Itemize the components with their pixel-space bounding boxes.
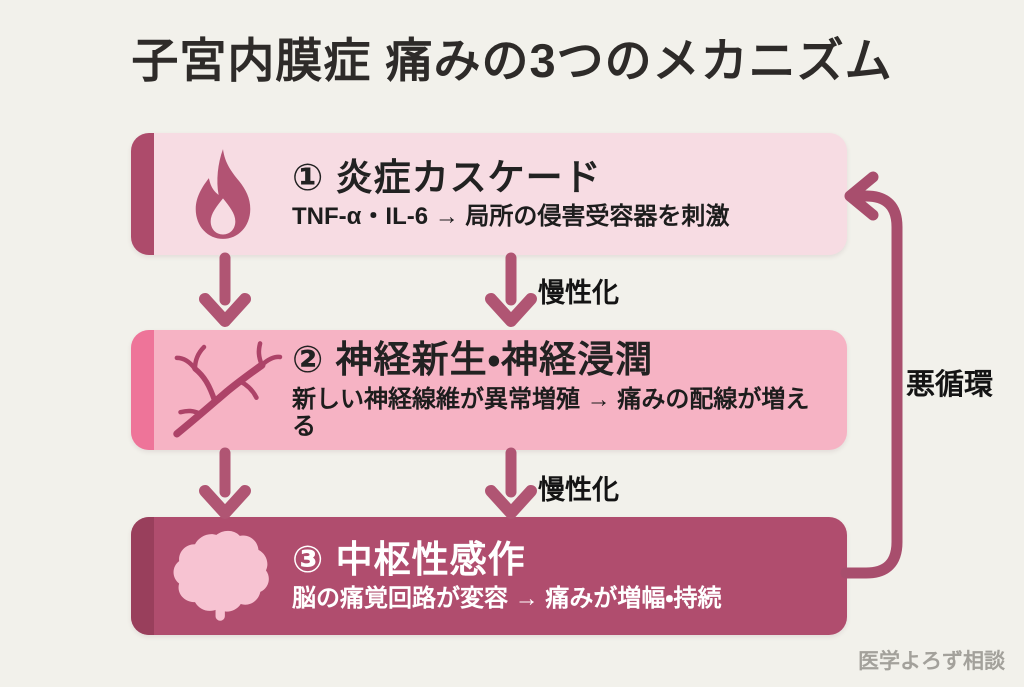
accent-bar — [131, 133, 154, 255]
box-subtitle-inflammation: TNF-α・IL-6 → 局所の侵害受容器を刺激 — [292, 203, 730, 231]
chronification-label-1: 慢性化 — [538, 278, 619, 308]
box-text: ① 炎症カスケード TNF-α・IL-6 → 局所の侵害受容器を刺激 — [292, 133, 847, 255]
down-arrow-icon — [199, 447, 537, 519]
box-title-neurogenesis: ② 神経新生・神経浸潤 — [292, 339, 654, 381]
accent-bar — [131, 330, 154, 450]
loop-arrow-icon — [840, 171, 903, 579]
box-inflammation-cascade: ① 炎症カスケード TNF-α・IL-6 → 局所の侵害受容器を刺激 — [131, 133, 847, 255]
box-text: ③ 中枢性感作 脳の痛覚回路が変容 → 痛みが増幅・持続 — [292, 517, 847, 635]
accent-bar — [131, 517, 154, 635]
watermark: 医学よろず相談 — [858, 650, 1005, 673]
flame-icon — [154, 133, 292, 255]
box-title-inflammation: ① 炎症カスケード — [292, 156, 602, 198]
box-title-central-sensitization: ③ 中枢性感作 — [292, 538, 526, 580]
page-title: 子宮内膜症 痛みの3つのメカニズム — [131, 34, 893, 87]
brain-icon — [154, 517, 292, 635]
down-arrow-icon — [199, 252, 537, 327]
box-central-sensitization: ③ 中枢性感作 脳の痛覚回路が変容 → 痛みが増幅・持続 — [131, 517, 847, 635]
box-subtitle-central-sensitization: 脳の痛覚回路が変容 → 痛みが増幅・持続 — [292, 585, 722, 613]
box-subtitle-neurogenesis: 新しい神経線維が異常増殖 → 痛みの配線が増える — [292, 385, 810, 441]
vicious-cycle-label: 悪循環 — [906, 369, 994, 401]
nerve-branch-icon — [154, 330, 292, 450]
box-text: ② 神経新生・神経浸潤 新しい神経線維が異常増殖 → 痛みの配線が増える — [292, 330, 847, 450]
box-neurogenesis: ② 神経新生・神経浸潤 新しい神経線維が異常増殖 → 痛みの配線が増える — [131, 330, 847, 450]
chronification-label-2: 慢性化 — [538, 475, 619, 505]
